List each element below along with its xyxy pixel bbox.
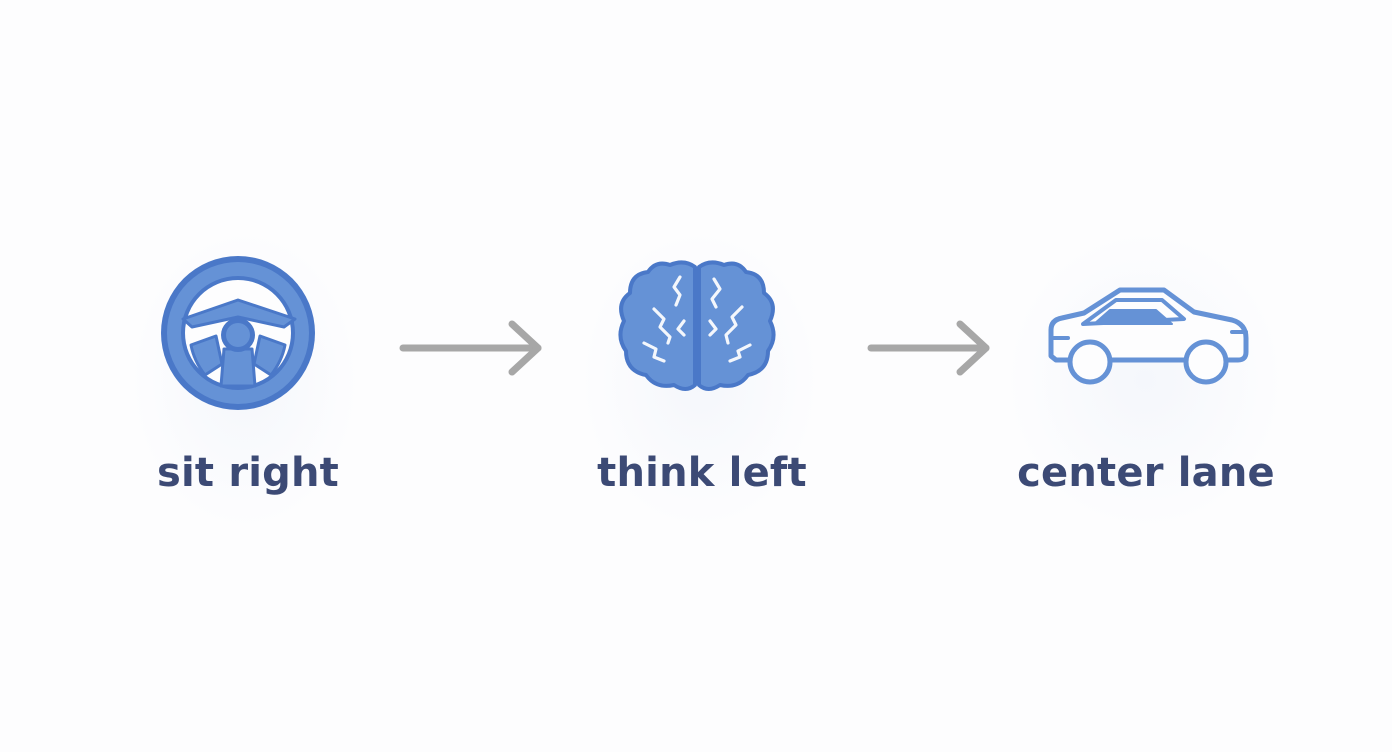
arrow-right-icon xyxy=(399,320,542,376)
arrow-right-icon xyxy=(867,320,990,376)
brain-icon xyxy=(618,260,776,391)
step-center-lane xyxy=(1005,230,1285,530)
car-icon xyxy=(1048,287,1249,385)
step-label-think-left: think left xyxy=(597,450,807,496)
steering-wheel-icon xyxy=(161,256,315,410)
step-label-center-lane: center lane xyxy=(1017,450,1275,496)
step-label-sit-right: sit right xyxy=(156,450,340,496)
